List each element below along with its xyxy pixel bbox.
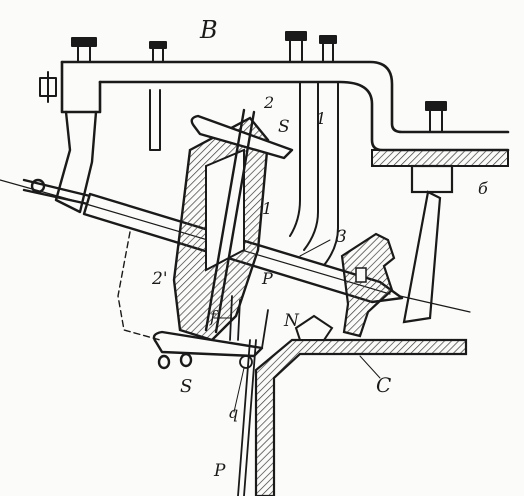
label-q: q (228, 403, 238, 422)
upper-lever-s (190, 108, 294, 334)
wire-p (229, 295, 269, 496)
label-3: 3 (336, 227, 347, 247)
knob-5 (425, 101, 447, 133)
label-c: C (376, 373, 391, 397)
right-bracket (340, 232, 396, 338)
label-b: B (199, 16, 218, 44)
label-p-mid: P (261, 269, 273, 288)
label-2-top: 2 (263, 93, 274, 112)
diagram-labels: B S 1 2 1 3 2' P f N S q P C б (151, 16, 488, 481)
adjusting-knobs (71, 31, 447, 133)
label-1-mid: 1 (262, 199, 272, 218)
label-f: f (209, 307, 219, 326)
label-s-top: S (278, 117, 290, 137)
knob-1 (71, 37, 97, 63)
work-support-c (254, 314, 468, 496)
label-1-top: 1 (316, 109, 326, 128)
label-2-prime: 2' (151, 269, 168, 289)
lower-lever-s (152, 330, 264, 370)
label-b-cyr: б (478, 179, 488, 198)
table-bed (371, 149, 509, 324)
knob-4 (319, 35, 337, 63)
label-p-bottom: P (213, 461, 226, 481)
knob-3 (285, 31, 307, 63)
dashed-outline (117, 231, 161, 341)
knob-2 (149, 41, 167, 63)
label-s-bottom: S (180, 376, 192, 397)
leader-lines (213, 239, 381, 413)
label-n: N (283, 311, 300, 331)
